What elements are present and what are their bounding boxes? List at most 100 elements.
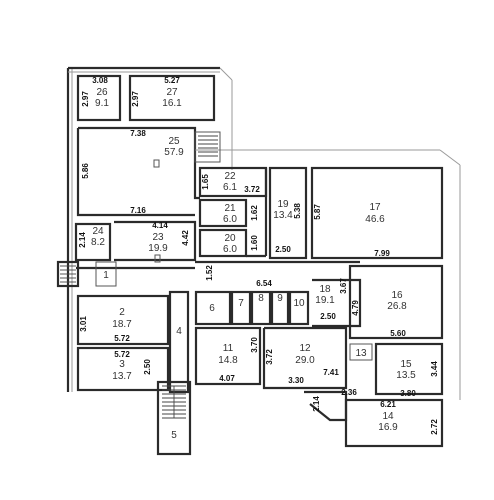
dim-label: 2.97 xyxy=(131,91,140,107)
room-9: 9 xyxy=(277,293,283,304)
svg-text:19.1: 19.1 xyxy=(315,295,335,306)
room-25: 25 57.9 xyxy=(153,136,184,168)
dim-label: 4.14 xyxy=(152,221,168,230)
svg-text:9: 9 xyxy=(277,293,283,304)
svg-text:19.9: 19.9 xyxy=(148,243,168,254)
dim-label: 5.87 xyxy=(313,204,322,220)
room-3: 3 13.7 xyxy=(112,359,132,382)
dim-label: 4.79 xyxy=(351,300,360,316)
column-marker xyxy=(154,254,161,263)
svg-text:26: 26 xyxy=(96,87,108,98)
svg-text:13.4: 13.4 xyxy=(273,210,293,221)
svg-text:11: 11 xyxy=(223,343,234,354)
svg-text:3: 3 xyxy=(119,359,125,370)
dim-label: 3.72 xyxy=(265,349,274,365)
dim-label: 7.38 xyxy=(130,129,146,138)
dim-label: 5.86 xyxy=(81,163,90,179)
svg-text:21: 21 xyxy=(224,203,236,214)
stairs-5 xyxy=(162,385,186,419)
svg-text:18: 18 xyxy=(319,284,331,295)
svg-text:17: 17 xyxy=(369,202,381,213)
svg-text:16.1: 16.1 xyxy=(162,98,182,109)
dim-label: 5.60 xyxy=(390,329,406,338)
svg-text:12: 12 xyxy=(299,343,311,354)
svg-text:13.5: 13.5 xyxy=(396,370,416,381)
dim-label: 2.50 xyxy=(275,245,291,254)
room-23: 23 19.9 xyxy=(148,232,168,263)
dim-label: 5.38 xyxy=(293,203,302,219)
svg-text:16: 16 xyxy=(391,290,403,301)
dim-label: 5.27 xyxy=(164,76,180,85)
svg-text:19: 19 xyxy=(277,199,289,210)
room-8: 8 xyxy=(258,293,264,304)
svg-text:6.0: 6.0 xyxy=(223,214,237,225)
svg-text:57.9: 57.9 xyxy=(164,147,184,158)
room-20: 20 6.0 xyxy=(223,233,237,255)
dim-label: 3.80 xyxy=(400,389,416,398)
walls xyxy=(56,66,461,456)
svg-text:20: 20 xyxy=(224,233,236,244)
room-13: 13 xyxy=(355,348,367,359)
svg-text:18.7: 18.7 xyxy=(112,319,132,330)
svg-text:10: 10 xyxy=(293,298,305,309)
room-1: 1 xyxy=(103,270,109,281)
dim-label: 1.52 xyxy=(205,265,214,281)
svg-text:14: 14 xyxy=(382,411,394,422)
dim-label: 5.72 xyxy=(114,350,130,359)
room-22: 22 6.1 xyxy=(223,171,237,193)
room-labels: 26 9.1 27 16.1 25 57.9 22 6.1 21 6.0 20 … xyxy=(91,87,416,441)
svg-text:9.1: 9.1 xyxy=(95,98,109,109)
svg-text:13: 13 xyxy=(355,348,367,359)
svg-text:8: 8 xyxy=(258,293,264,304)
room-17: 17 46.6 xyxy=(365,202,385,225)
room-19: 19 13.4 xyxy=(273,199,293,221)
room-27: 27 16.1 xyxy=(162,87,182,109)
svg-text:27: 27 xyxy=(166,87,178,98)
room-14: 14 16.9 xyxy=(378,411,398,433)
dim-label: 2.36 xyxy=(341,388,357,397)
dim-label: 3.01 xyxy=(79,316,88,332)
dim-label: 2.97 xyxy=(81,91,90,107)
room-10: 10 xyxy=(293,298,305,309)
dim-label: 1.60 xyxy=(250,235,259,251)
dim-label: 2.14 xyxy=(312,396,321,412)
svg-text:22: 22 xyxy=(224,171,236,182)
stairs-top xyxy=(194,131,221,163)
svg-text:25: 25 xyxy=(168,136,180,147)
dim-label: 3.44 xyxy=(430,361,439,377)
dim-label: 7.99 xyxy=(374,249,390,258)
svg-text:23: 23 xyxy=(152,232,164,243)
svg-text:8.2: 8.2 xyxy=(91,237,105,248)
svg-text:2: 2 xyxy=(119,307,125,318)
dim-label: 2.72 xyxy=(430,419,439,435)
room-6: 6 xyxy=(209,303,215,314)
svg-text:26.8: 26.8 xyxy=(387,301,407,312)
room-16: 16 26.8 xyxy=(387,290,407,312)
dim-label: 3.30 xyxy=(288,376,304,385)
room-18: 18 19.1 xyxy=(315,284,335,306)
room-12: 12 29.0 xyxy=(295,343,315,366)
dim-label: 7.16 xyxy=(130,206,146,215)
svg-text:14.8: 14.8 xyxy=(218,355,238,366)
svg-text:4: 4 xyxy=(176,326,182,337)
svg-text:1: 1 xyxy=(103,270,109,281)
room-11: 11 14.8 xyxy=(218,343,238,366)
dim-label: 3.67 xyxy=(339,278,348,294)
dim-label: 4.42 xyxy=(181,230,190,246)
room-24: 24 8.2 xyxy=(91,226,105,248)
room-4: 4 xyxy=(176,326,182,337)
dim-label: 5.72 xyxy=(114,334,130,343)
dim-label: 4.07 xyxy=(219,374,235,383)
room-7: 7 xyxy=(238,298,244,309)
room-21: 21 6.0 xyxy=(223,203,237,225)
svg-text:16.9: 16.9 xyxy=(378,422,398,433)
svg-text:5: 5 xyxy=(171,430,177,441)
dimension-labels: 3.08 5.27 2.97 2.97 7.38 5.86 7.16 1.65 … xyxy=(78,76,439,435)
svg-text:15: 15 xyxy=(400,359,412,370)
dim-label: 3.70 xyxy=(250,337,259,353)
svg-text:6.1: 6.1 xyxy=(223,182,237,193)
column-marker xyxy=(153,159,160,168)
svg-text:29.0: 29.0 xyxy=(295,355,315,366)
room-2: 2 18.7 xyxy=(112,307,132,330)
